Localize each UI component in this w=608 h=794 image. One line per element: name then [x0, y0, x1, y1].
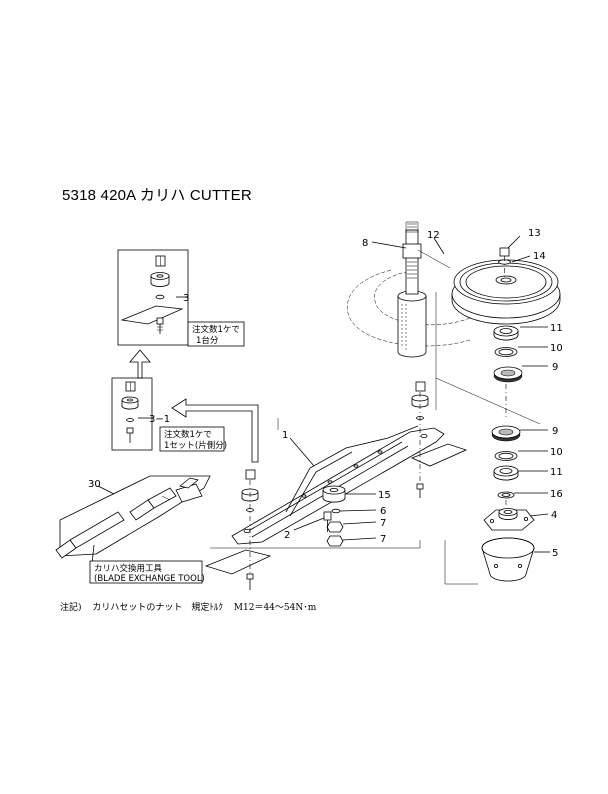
hub-flange [483, 508, 535, 531]
callout-8: 8 [362, 238, 368, 249]
up-arrow-icon [129, 349, 151, 379]
callout-1: 1 [282, 430, 288, 441]
box31-note-line2: 1セット(片側分) [164, 440, 227, 451]
blade-exchange-tool [55, 475, 211, 559]
torque-footnote: 注記) カリハセットのナット 規定ﾄﾙｸ M12＝44〜54N･m [60, 600, 324, 613]
callout-10-lower: 10 [550, 447, 563, 458]
footnote-value: M12＝44〜54N･m [233, 603, 317, 613]
inset-box-3-1 [111, 377, 153, 451]
tool-label-jp: カリハ交換用工具 [94, 563, 163, 574]
right-blade [410, 443, 468, 467]
callout-10-upper: 10 [550, 343, 563, 354]
callout-7-lower: 7 [380, 534, 386, 545]
page-title: 5318 420A カリハ CUTTER [62, 187, 252, 204]
callout-4: 4 [551, 510, 557, 521]
left-bolt-stack [241, 469, 259, 590]
callout-30: 30 [88, 479, 101, 490]
callout-3-1: 3−1 [149, 414, 170, 425]
callout-9-lower: 9 [552, 426, 558, 437]
callout-15: 15 [378, 490, 391, 501]
box31-note-line1: 注文数1ケで [164, 429, 212, 440]
callout-11-upper: 11 [550, 323, 563, 334]
callout-2: 2 [284, 530, 290, 541]
upper-bearings [493, 325, 523, 383]
inset-box-3 [117, 249, 189, 346]
callout-7-upper: 7 [380, 518, 386, 529]
right-bolt-stack [411, 381, 429, 498]
left-arrow-icon [171, 398, 259, 463]
footnote-label: 注記) [60, 603, 82, 613]
callout-9-upper: 9 [552, 362, 558, 373]
box3-note-line2: 1台分 [196, 335, 219, 346]
lower-bearings [491, 425, 521, 499]
tool-label-en: (BLADE EXCHANGE TOOL) [94, 574, 205, 584]
cup-cover [481, 537, 535, 582]
callout-13: 13 [528, 228, 541, 239]
upper-assembly [347, 221, 561, 358]
footnote-text: カリハセットのナット 規定ﾄﾙｸ [92, 603, 223, 613]
left-blade [204, 549, 272, 575]
callout-6: 6 [380, 506, 386, 517]
callout-5: 5 [552, 548, 558, 559]
center-hub-parts [322, 485, 346, 547]
callout-3: 3 [183, 293, 189, 304]
callout-14: 14 [533, 251, 546, 262]
callout-16: 16 [550, 489, 563, 500]
callout-12: 12 [427, 230, 440, 241]
box3-note-line1: 注文数1ケで [192, 324, 240, 335]
callout-11-lower: 11 [550, 467, 563, 478]
